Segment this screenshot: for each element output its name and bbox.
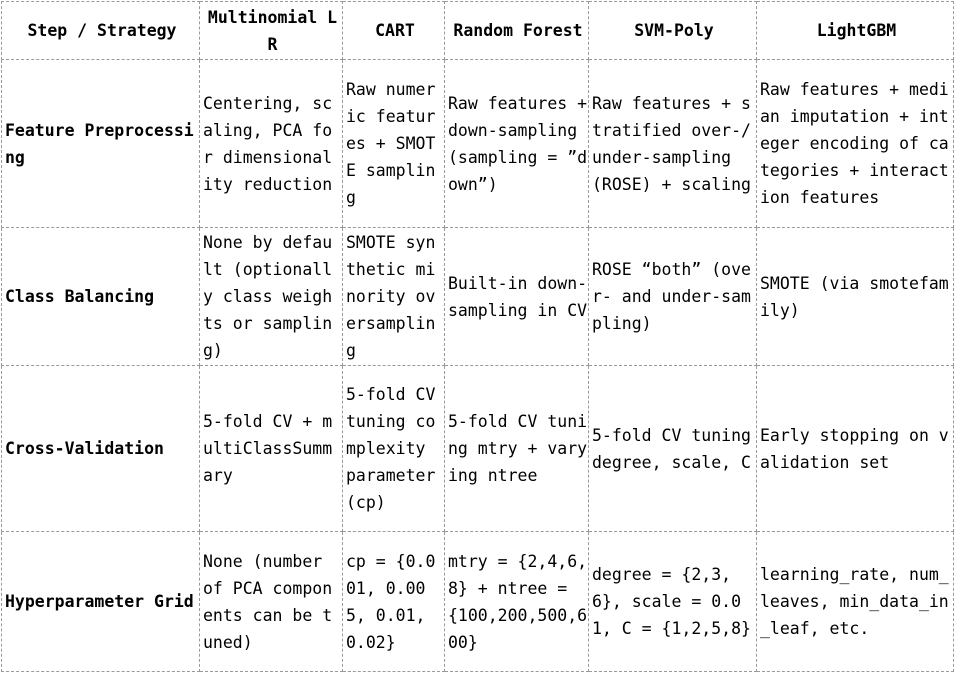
table-cell: Built-in down-sampling in CV [444,227,589,366]
header-svm-poly: SVM-Poly [588,1,757,60]
table-cell: Early stopping on validation set [756,365,954,532]
table-cell: Centering, scaling, PCA for dimensionali… [199,59,343,228]
table-cell: Raw features + median imputation + integ… [756,59,954,228]
table-cell: None (number of PCA components can be tu… [199,531,343,672]
header-multinomial-lr: Multinomial LR [199,1,343,60]
table-cell: mtry = {2,4,6,8} + ntree = {100,200,500,… [444,531,589,672]
table-cell: Raw features + stratified over-/under-sa… [588,59,757,228]
table-row: Hyperparameter Grid None (number of PCA … [1,531,954,672]
header-cart: CART [342,1,445,60]
table-cell: None by default (optionally class weight… [199,227,343,366]
table-cell: 5-fold CV tuning mtry + varying ntree [444,365,589,532]
header-lightgbm: LightGBM [756,1,954,60]
header-random-forest: Random Forest [444,1,589,60]
table-cell: Raw numeric features + SMOTE sampling [342,59,445,228]
header-step-strategy: Step / Strategy [1,1,200,60]
row-label: Cross-Validation [1,365,200,532]
table-row: Feature Preprocessing Centering, scaling… [1,59,954,228]
row-label: Class Balancing [1,227,200,366]
table-cell: ROSE “both” (over- and under-sampling) [588,227,757,366]
row-label: Hyperparameter Grid [1,531,200,672]
table-cell: 5-fold CV + multiClassSummary [199,365,343,532]
table-row: Cross-Validation 5-fold CV + multiClassS… [1,365,954,532]
row-label: Feature Preprocessing [1,59,200,228]
table-cell: SMOTE (via smotefamily) [756,227,954,366]
table-cell: learning_rate, num_leaves, min_data_in_l… [756,531,954,672]
table-cell: cp = {0.001, 0.005, 0.01, 0.02} [342,531,445,672]
table-cell: 5-fold CV tuning complexity parameter (c… [342,365,445,532]
header-row: Step / Strategy Multinomial LR CART Rand… [1,1,954,60]
table-cell: degree = {2,3,6}, scale = 0.01, C = {1,2… [588,531,757,672]
table-row: Class Balancing None by default (optiona… [1,227,954,366]
table-cell: Raw features + down-sampling (sampling =… [444,59,589,228]
table-cell: SMOTE synthetic minority oversampling [342,227,445,366]
table-cell: 5-fold CV tuning degree, scale, C [588,365,757,532]
